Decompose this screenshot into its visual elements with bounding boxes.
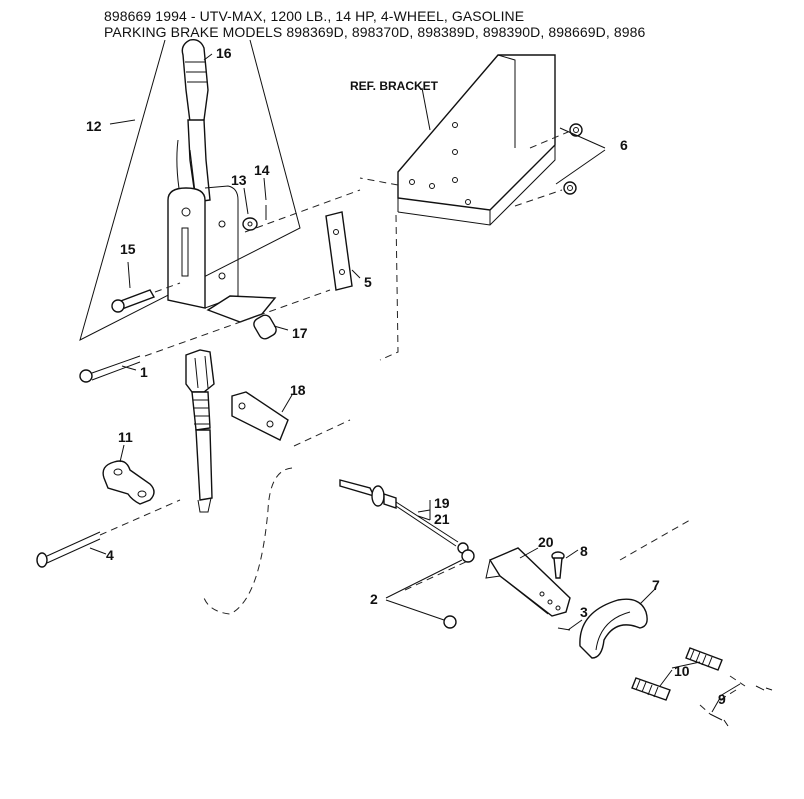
spacer-plate — [206, 295, 277, 340]
label-6: 6 — [620, 137, 628, 153]
label-5: 5 — [364, 274, 372, 290]
label-9: 9 — [718, 691, 726, 707]
label-12: 12 — [86, 118, 102, 134]
label-10: 10 — [674, 663, 690, 679]
label-4: 4 — [106, 547, 114, 563]
nut-lower — [563, 181, 577, 195]
label-2: 2 — [370, 591, 378, 607]
link-plate — [325, 211, 353, 291]
label-17: 17 — [292, 325, 308, 341]
label-ref-bracket: REF. BRACKET — [350, 79, 439, 93]
mounting-plate — [231, 391, 289, 441]
label-20: 20 — [538, 534, 554, 550]
label-15: 15 — [120, 241, 136, 257]
equalizer-bracket — [485, 547, 571, 617]
cable-clevis — [185, 349, 215, 513]
brake-cable — [203, 467, 293, 615]
cable-clip — [102, 460, 155, 505]
adjuster-nut — [461, 549, 475, 563]
stud-upper — [685, 647, 723, 671]
label-16: 16 — [216, 45, 232, 61]
label-3: 3 — [580, 604, 588, 620]
brake-shoe — [579, 598, 648, 659]
long-bolt — [79, 289, 331, 383]
stud-lower — [631, 677, 671, 701]
adjuster-rod — [339, 479, 469, 554]
label-19: 19 — [434, 495, 450, 511]
label-11: 11 — [118, 429, 133, 445]
washer — [242, 217, 258, 231]
label-21: 21 — [434, 511, 450, 527]
clevis-pin-small — [551, 551, 565, 579]
nut-upper — [569, 123, 583, 137]
lock-nut — [443, 615, 457, 629]
label-8: 8 — [580, 543, 588, 559]
lever-plate — [167, 185, 239, 309]
ref-bracket — [359, 54, 556, 361]
diagram-subtitle: PARKING BRAKE MODELS 898369D, 898370D, 8… — [104, 24, 646, 40]
leader-lines — [89, 53, 741, 713]
diagram-title: 898669 1994 - UTV-MAX, 1200 LB., 14 HP, … — [104, 8, 525, 24]
label-13: 13 — [231, 172, 247, 188]
label-1: 1 — [140, 364, 148, 380]
clevis-pin — [111, 282, 181, 313]
label-18: 18 — [290, 382, 306, 398]
label-14: 14 — [254, 162, 270, 178]
label-7: 7 — [652, 577, 660, 593]
fastener-set — [699, 675, 773, 727]
part-labels: REF. BRACKET 6 12 16 13 14 15 5 17 1 18 … — [86, 45, 726, 707]
bolt-lower — [36, 499, 181, 568]
brake-lever — [176, 38, 211, 203]
